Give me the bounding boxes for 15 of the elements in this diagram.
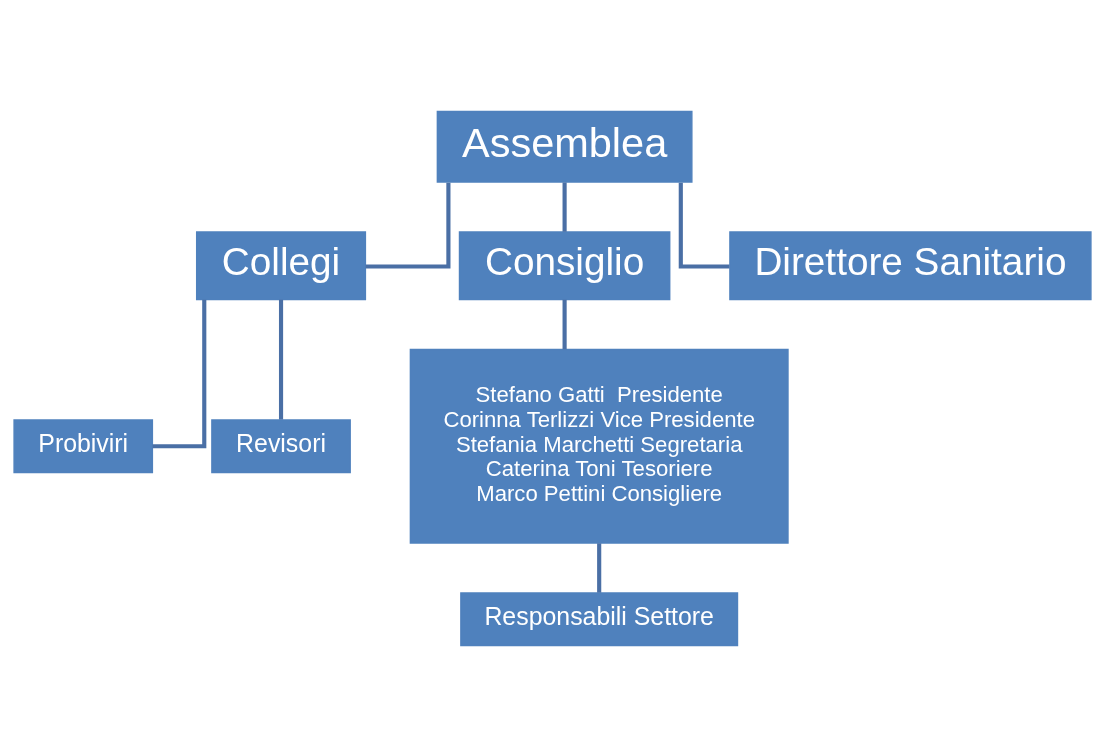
node-box: Assemblea bbox=[436, 110, 693, 183]
connector bbox=[365, 182, 451, 269]
connector bbox=[597, 542, 602, 593]
node-box: Collegi bbox=[195, 230, 367, 300]
node-box: Responsabili Settore bbox=[460, 591, 739, 646]
connector bbox=[152, 299, 207, 448]
node-box: Revisori bbox=[211, 418, 351, 473]
node-box: Consiglio bbox=[458, 230, 671, 300]
node-box: Direttore Sanitario bbox=[729, 230, 1092, 300]
node-box: Probiviri bbox=[13, 418, 154, 473]
connector bbox=[678, 182, 730, 269]
connector bbox=[278, 299, 284, 420]
connector bbox=[562, 182, 567, 232]
connector bbox=[562, 299, 567, 349]
node-box: Stefano Gatti Presidente Corinna Terlizzi Vice Presidente Stefania Marchetti Segretaria Caterina Toni Tesoriere Marco Pettini Consigliere bbox=[409, 348, 789, 544]
